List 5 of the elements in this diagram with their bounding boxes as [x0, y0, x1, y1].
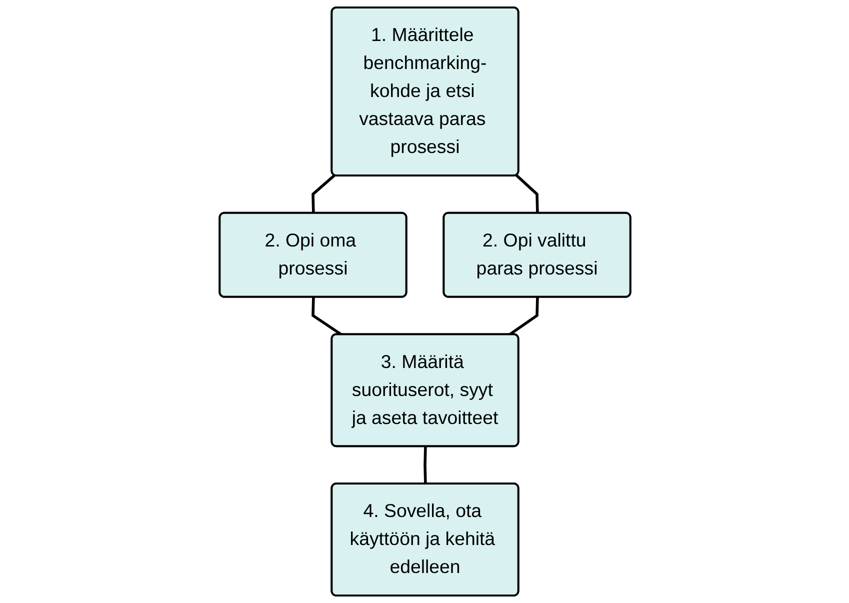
- connector: [311, 174, 335, 214]
- connector: [515, 174, 538, 214]
- connector: [508, 297, 538, 336]
- connector: [423, 446, 426, 484]
- connector: [311, 297, 342, 336]
